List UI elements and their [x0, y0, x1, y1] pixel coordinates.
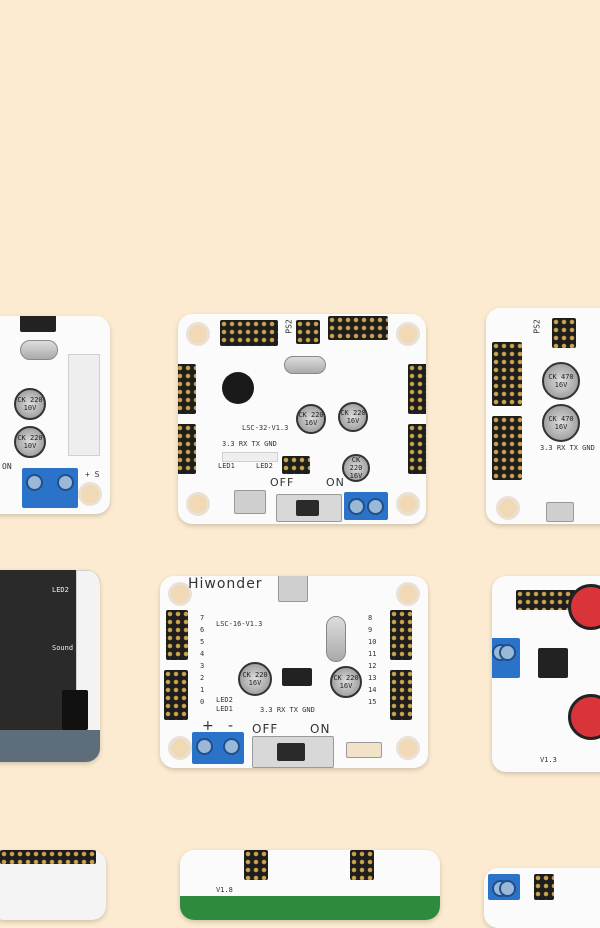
servo-header-right [390, 610, 412, 660]
arduino-board-bottom-left [0, 850, 106, 920]
capacitor: CK 470 16V [542, 362, 580, 400]
power-terminal [22, 468, 78, 508]
power-terminal [488, 874, 520, 900]
ps2-label: PS2 [532, 319, 542, 334]
model-label: LSC-32-V1.3 [242, 424, 289, 432]
mount-hole [168, 736, 192, 760]
voltage-regulator [282, 668, 312, 686]
servo-header [492, 342, 522, 406]
capacitor: CK 220 10V [14, 426, 46, 458]
connector [20, 316, 56, 332]
on-label: ON [326, 476, 345, 489]
pin-header [244, 850, 268, 880]
capacitor: CK 220 16V [296, 404, 326, 434]
crystal [20, 340, 58, 360]
lsc-32-board: PS2 CK 220 16V CK 220 16V CK 220 16V LSC… [178, 314, 426, 524]
ps2-header [552, 318, 576, 348]
pin-header [0, 850, 96, 864]
usb-port [546, 502, 574, 522]
servo-header [220, 320, 278, 346]
pin-numbers-right: 8 9 10 11 12 13 14 15 [368, 614, 377, 706]
capacitor: CK 220 16V [330, 666, 362, 698]
sound-label: Sound [52, 644, 74, 652]
lsc-16-board: Hiwonder LSC-16-V1.3 7 6 5 4 3 2 1 0 8 9… [160, 576, 428, 768]
servo-header-right [408, 364, 426, 414]
mount-hole [78, 482, 102, 506]
pin-header [350, 850, 374, 880]
model-label: LSC-16-V1.3 [216, 620, 263, 628]
microcontroller [538, 648, 568, 678]
uart-label: 3.3 RX TX GND [260, 706, 315, 714]
crystal [284, 356, 326, 374]
uart-label: 3.3 RX TX GND [540, 444, 595, 452]
mount-hole [396, 492, 420, 516]
servo-header-left [178, 364, 196, 414]
controller-board-right-mid: V1.3 [492, 576, 600, 772]
capacitor: CK 220 16V [238, 662, 272, 696]
ps2-header [282, 456, 310, 474]
capacitor: CK 220 16V [342, 454, 370, 482]
ps2-header [296, 320, 320, 344]
power-terminal [344, 492, 388, 520]
servo-header-right [390, 670, 412, 720]
servo-header [328, 316, 388, 340]
servo-header-left [178, 424, 196, 474]
version-label: V1.3 [540, 756, 557, 764]
potentiometer [568, 694, 600, 740]
ps2-label: PS2 [284, 319, 294, 334]
led2-label: LED2 [256, 462, 273, 470]
power-switch[interactable] [252, 736, 334, 768]
off-label: OFF [252, 722, 279, 736]
sign-label: + S [85, 470, 100, 479]
power-terminal [192, 732, 244, 764]
plus-label: + [202, 718, 215, 734]
pin-numbers-left: 7 6 5 4 3 2 1 0 [200, 614, 205, 706]
pin-row [0, 730, 100, 762]
mount-hole [396, 582, 420, 606]
servo-board-right-top: PS2 CK 470 16V CK 470 16V 3.3 RX TX GND [486, 308, 600, 524]
reset-button[interactable] [346, 742, 382, 758]
minus-label: - [228, 718, 235, 734]
led2-label: LED2 [216, 696, 233, 704]
on-label: ON [2, 462, 12, 471]
power-terminal [492, 638, 520, 678]
capacitor: CK 220 16V [338, 402, 368, 432]
servo-header-left [166, 610, 188, 660]
mount-hole [396, 736, 420, 760]
mount-hole [396, 322, 420, 346]
pin-header [516, 590, 576, 610]
usb-port [278, 576, 308, 602]
pin-header [534, 874, 554, 900]
buzzer [222, 372, 254, 404]
off-label: OFF [270, 476, 295, 489]
uart-header [222, 452, 278, 462]
usb-port [234, 490, 266, 514]
mount-hole [186, 322, 210, 346]
crystal [326, 616, 346, 662]
microbit-expansion-board: LED2 Sound [0, 570, 100, 762]
mount-hole [186, 492, 210, 516]
power-jack [62, 690, 88, 730]
led1-label: LED1 [216, 705, 233, 713]
capacitor: CK 470 16V [542, 404, 580, 442]
capacitor: CK 220 10V [14, 388, 46, 420]
servo-header-right [408, 424, 426, 474]
potentiometer [568, 584, 600, 630]
version-label: V1.8 [216, 886, 233, 894]
servo-header-left [164, 670, 188, 720]
servo-header [68, 354, 100, 456]
servo-header [492, 416, 522, 480]
servo-board-bottom-center: V1.8 [180, 850, 440, 920]
uart-label: 3.3 RX TX GND [222, 440, 277, 448]
power-switch[interactable] [276, 494, 342, 522]
controller-board-bottom-right [484, 868, 600, 928]
led1-label: LED1 [218, 462, 235, 470]
servo-board-left-top: CK 220 10V CK 220 10V ON + S [0, 316, 110, 514]
led-label: LED2 [52, 586, 69, 594]
mount-hole [496, 496, 520, 520]
on-label: ON [310, 722, 331, 736]
brand-logo: Hiwonder [188, 576, 263, 592]
mount-hole [168, 582, 192, 606]
